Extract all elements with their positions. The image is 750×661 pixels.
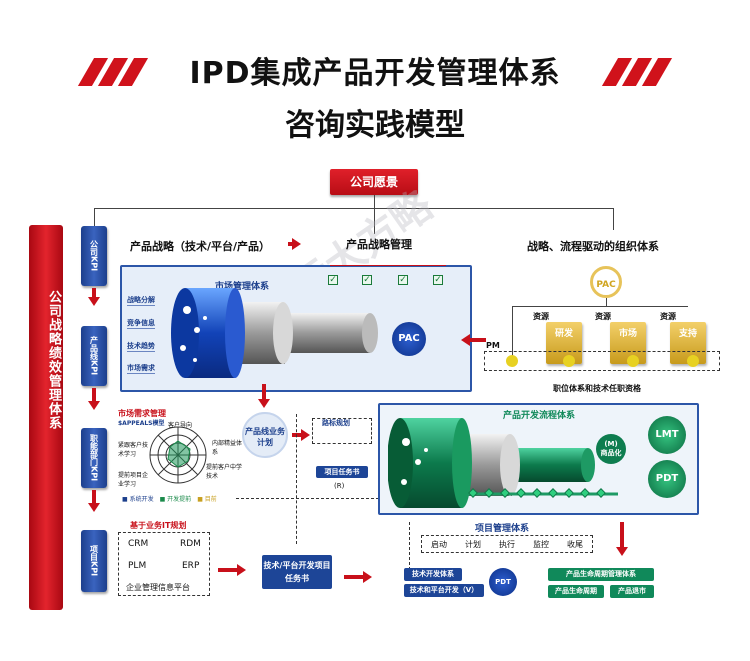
demand-subtitle: $APPEALS模型: [118, 420, 165, 427]
arrow-right-icon: [363, 571, 372, 583]
market-tag: 竞争信息: [127, 319, 155, 329]
connector: [94, 208, 614, 209]
strategy-management-label: 产品战略管理: [346, 238, 412, 251]
radar-label: 客户导向: [168, 422, 193, 429]
resource-label: 资源: [595, 312, 611, 321]
radar-label: 提前项目企业学习: [118, 472, 149, 488]
connector: [374, 208, 375, 234]
product-retire: 产品退市: [610, 585, 654, 598]
pac-org-circle: PAC: [590, 266, 622, 298]
page-subtitle: 咨询实践模型: [285, 108, 465, 143]
position-system-label: 职位体系和技术任职资格: [553, 384, 641, 393]
project-steps: 启动 计划 执行 监控 收尾: [421, 535, 593, 553]
lmt-circle: LMT: [648, 416, 686, 454]
pm-label: PM: [486, 341, 500, 350]
pm-band: [484, 351, 720, 371]
step: 收尾: [567, 539, 583, 549]
it-platform: 企业管理信息平台: [126, 583, 190, 592]
product-strategy-label: 产品战略（技术/平台/产品）: [130, 240, 271, 253]
check-icon: ✓: [328, 275, 338, 285]
page-title: IPD集成产品开发管理体系: [189, 56, 561, 91]
step: 启动: [431, 539, 447, 549]
strategy-performance-bar: [29, 225, 63, 610]
it-rdm: RDM: [180, 539, 201, 549]
check-icon: ✓: [398, 275, 408, 285]
pac-circle: PAC: [392, 322, 426, 356]
market-tag: 市场需求: [127, 364, 155, 374]
step: 监控: [533, 539, 549, 549]
market-tag: 技术趋势: [127, 342, 155, 352]
tech-platform-dev: 技术和平台开发（V）: [404, 584, 484, 597]
org-system-label: 战略、流程驱动的组织体系: [527, 240, 659, 253]
dev-funnel-graphic: [388, 418, 618, 508]
radar-chart-graphic: [149, 426, 207, 484]
company-vision-box: 公司愿景: [330, 169, 418, 195]
pdt-tech-circle: PDT: [489, 568, 517, 596]
kpi-company: 公司KPI: [81, 226, 107, 286]
market-tag: 战略分解: [127, 296, 155, 306]
it-crm: CRM: [128, 539, 149, 549]
kpi-productline: 产品线KPI: [81, 326, 107, 386]
check-icon: ✓: [433, 275, 443, 285]
demand-title: 市场需求管理: [118, 409, 166, 418]
project-task-book: 项目任务书: [316, 466, 368, 478]
it-plan-title: 基于业务IT规划: [130, 521, 187, 530]
arrow-left-icon: [461, 334, 470, 346]
arrow-down-icon: [258, 399, 270, 408]
radar-label: 内部精益体系: [212, 440, 243, 456]
arrow-down-icon: [616, 547, 628, 556]
radar-legend: ■ 系统开发 ■ 开发提前 ■ 目前: [122, 496, 217, 503]
connector: [613, 208, 614, 230]
market-panel-title: 市场管理体系: [215, 282, 270, 292]
arrow-down-icon: [88, 503, 100, 512]
strategy-performance-label: 公司战略绩效管理体系: [46, 290, 61, 430]
project-mgmt-title: 项目管理体系: [475, 524, 530, 534]
arrow-down-icon: [88, 401, 100, 410]
resource-label: 资源: [660, 312, 676, 321]
arrow-right-icon: [237, 564, 246, 576]
resource-label: 资源: [533, 312, 549, 321]
lifecycle-system: 产品生命周期管理体系: [548, 568, 654, 581]
pdt-circle: PDT: [648, 460, 686, 498]
step: 计划: [465, 539, 481, 549]
kpi-project: 项目KPI: [81, 530, 107, 592]
arrow-right-icon: [301, 429, 310, 441]
tech-dev-system: 技术开发体系: [404, 568, 462, 581]
radar-label: 紧跟客户技术学习: [118, 442, 149, 458]
dev-panel-title: 产品开发流程体系: [503, 411, 576, 421]
it-plm: PLM: [128, 561, 147, 571]
product-lifecycle: 产品生命周期: [548, 585, 604, 598]
check-icon: ✓: [362, 275, 372, 285]
productline-plan-circle: 产品线业务计划: [242, 412, 288, 458]
it-plan-box: [118, 532, 210, 596]
roadmap-title: 路标规划: [322, 419, 350, 427]
arrow-down-icon: [88, 297, 100, 306]
tech-task-book: 技术/平台开发项目任务书: [262, 555, 332, 589]
it-erp: ERP: [182, 561, 200, 571]
market-funnel-graphic: [171, 288, 378, 378]
roadmap-r-label: (R): [334, 482, 345, 490]
connector: [94, 208, 95, 226]
roadmap-box: [312, 418, 372, 444]
radar-label: 提前客户中学技术: [206, 464, 243, 480]
kpi-department: 职能部门KPI: [81, 428, 107, 488]
step: 执行: [499, 539, 515, 549]
connector: [374, 195, 375, 208]
commercialization-circle: (M)商品化: [596, 434, 626, 464]
arrow-right-icon: [292, 238, 301, 250]
